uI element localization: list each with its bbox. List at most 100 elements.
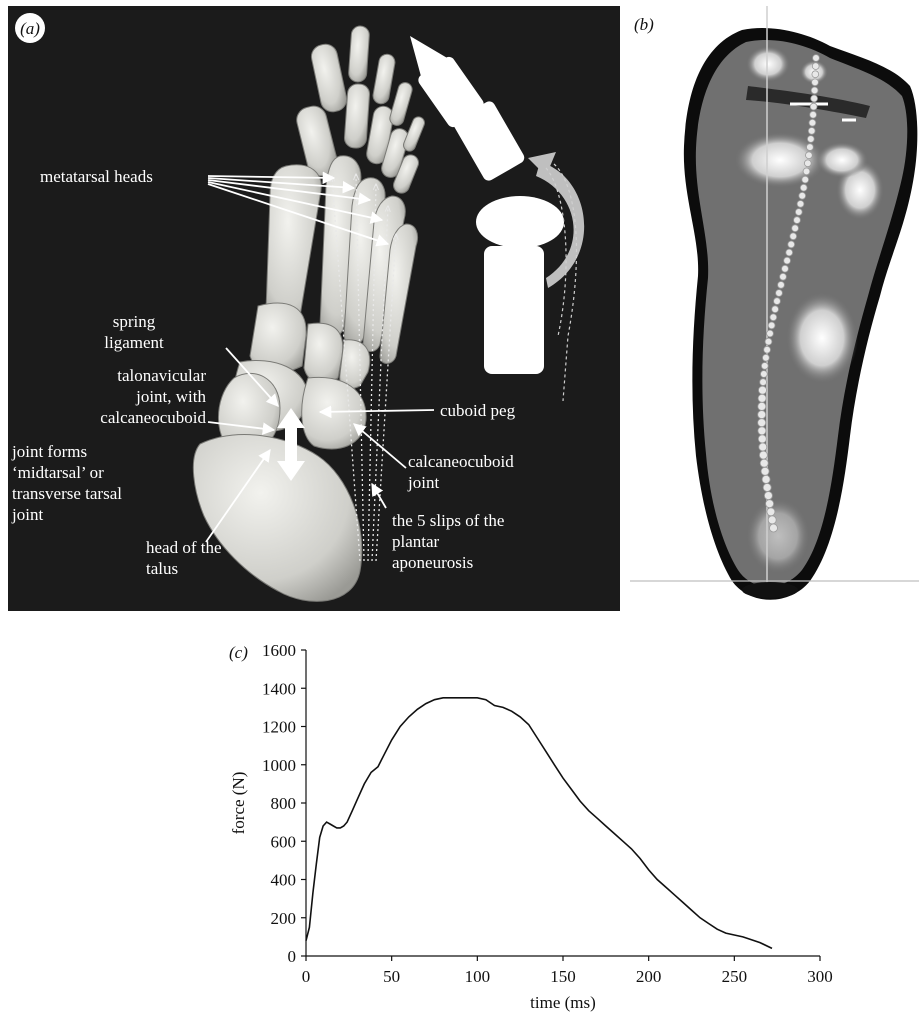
label-plantar-1: the 5 slips of the xyxy=(392,511,504,530)
cop-point xyxy=(790,233,797,240)
panel-b-label: (b) xyxy=(634,15,654,34)
cop-point xyxy=(759,451,767,459)
cop-point xyxy=(807,144,814,151)
label-plantar-3: aponeurosis xyxy=(392,553,473,572)
label-cuboid-peg: cuboid peg xyxy=(440,401,516,420)
force-series-line xyxy=(306,698,772,949)
force-time-chart: (c) 0 200 400 600 800 1000 1200 1400 1600 0 50 100… xyxy=(0,630,919,1019)
y-tick-label: 1200 xyxy=(262,718,296,737)
panel-c-label: (c) xyxy=(229,643,248,662)
label-head-of-talus-1: head of the xyxy=(146,538,222,557)
panel-a-foot-anatomy: (a) metatarsal heads spring ligament tal… xyxy=(8,6,620,611)
cop-point xyxy=(761,363,768,370)
cop-point xyxy=(813,55,820,62)
cop-point xyxy=(806,152,813,159)
x-tick-label: 250 xyxy=(722,967,748,986)
cop-point xyxy=(768,322,775,329)
label-spring-ligament-1: spring xyxy=(113,312,156,331)
schematic-column xyxy=(484,246,544,374)
foot-skeleton-illustration: (a) metatarsal heads spring ligament tal… xyxy=(8,6,620,611)
cop-point xyxy=(788,241,795,248)
cop-point xyxy=(763,484,771,492)
label-calcaneocuboid-1: calcaneocuboid xyxy=(408,452,514,471)
cop-point xyxy=(776,290,783,297)
cop-point xyxy=(774,298,781,305)
cop-point xyxy=(811,87,818,94)
schematic-joint-ellipse xyxy=(476,196,564,248)
x-tick-label: 50 xyxy=(383,967,400,986)
y-tick-label: 1000 xyxy=(262,756,296,775)
cop-point xyxy=(764,346,771,353)
label-spring-ligament-2: ligament xyxy=(104,333,164,352)
cop-point xyxy=(800,184,807,191)
x-tick-labels: 0 50 100 150 200 250 300 xyxy=(302,967,833,986)
y-tick-label: 1400 xyxy=(262,679,296,698)
cop-point xyxy=(758,394,766,402)
y-tick-labels: 0 200 400 600 800 1000 1200 1400 1600 xyxy=(262,641,296,966)
panel-b-pressure-map: (b) xyxy=(630,6,919,611)
label-midtarsal-1: joint forms xyxy=(11,442,87,461)
y-tick-label: 200 xyxy=(271,909,297,928)
x-tick-label: 300 xyxy=(807,967,833,986)
cop-point xyxy=(803,168,810,175)
panel-c-force-chart: (c) 0 200 400 600 800 1000 1200 1400 1600 0 50 100… xyxy=(0,630,919,1019)
label-midtarsal-2: ‘midtarsal’ or xyxy=(12,463,104,482)
cop-point xyxy=(758,402,766,410)
cop-point xyxy=(778,282,785,289)
label-plantar-2: plantar xyxy=(392,532,440,551)
cop-point xyxy=(811,95,818,102)
cop-point xyxy=(758,411,766,419)
cop-point xyxy=(765,338,772,345)
label-metatarsal-heads: metatarsal heads xyxy=(40,167,153,186)
label-calcaneocuboid-2: joint xyxy=(407,473,439,492)
cop-point xyxy=(758,419,766,427)
cop-point xyxy=(804,160,811,167)
cop-point xyxy=(802,176,809,183)
cop-point xyxy=(767,508,775,516)
y-tick-label: 400 xyxy=(271,871,297,890)
y-tick-label: 1600 xyxy=(262,641,296,660)
cop-point xyxy=(767,330,774,337)
cop-point xyxy=(772,306,779,313)
label-talonavicular-3: calcaneocuboid xyxy=(100,408,206,427)
cop-point xyxy=(786,249,793,256)
cop-point xyxy=(782,265,789,272)
cop-point xyxy=(810,111,817,118)
x-axis-label: time (ms) xyxy=(530,993,596,1012)
cop-point xyxy=(812,63,819,70)
cop-point xyxy=(810,103,817,110)
cop-point xyxy=(808,128,815,135)
chart-axes xyxy=(301,650,820,961)
x-tick-label: 100 xyxy=(465,967,491,986)
cop-point xyxy=(764,492,772,500)
cop-point xyxy=(760,379,767,386)
panel-a-label: (a) xyxy=(20,19,40,38)
heel-marker xyxy=(742,582,798,598)
label-talonavicular-2: joint, with xyxy=(135,387,206,406)
x-tick-label: 150 xyxy=(550,967,576,986)
cop-point xyxy=(812,71,819,78)
x-tick-label: 200 xyxy=(636,967,662,986)
cop-point xyxy=(761,467,769,475)
x-tick-label: 0 xyxy=(302,967,311,986)
cop-point xyxy=(770,314,777,321)
label-midtarsal-4: joint xyxy=(11,505,43,524)
cop-point xyxy=(809,119,816,126)
y-tick-label: 0 xyxy=(288,947,297,966)
cop-point xyxy=(766,500,774,508)
cop-point xyxy=(792,225,799,232)
label-midtarsal-3: transverse tarsal xyxy=(12,484,122,503)
cop-point xyxy=(797,201,804,208)
foot-mechanism-schematic xyxy=(410,36,584,401)
cop-point xyxy=(759,443,767,451)
y-tick-label: 800 xyxy=(271,794,297,813)
cop-point xyxy=(812,79,819,86)
label-head-of-talus-2: talus xyxy=(146,559,178,578)
cop-point xyxy=(759,386,767,394)
cop-point xyxy=(760,459,768,467)
cop-point xyxy=(763,354,770,361)
cop-point xyxy=(799,192,806,199)
cop-point xyxy=(758,435,766,443)
y-tick-label: 600 xyxy=(271,832,297,851)
